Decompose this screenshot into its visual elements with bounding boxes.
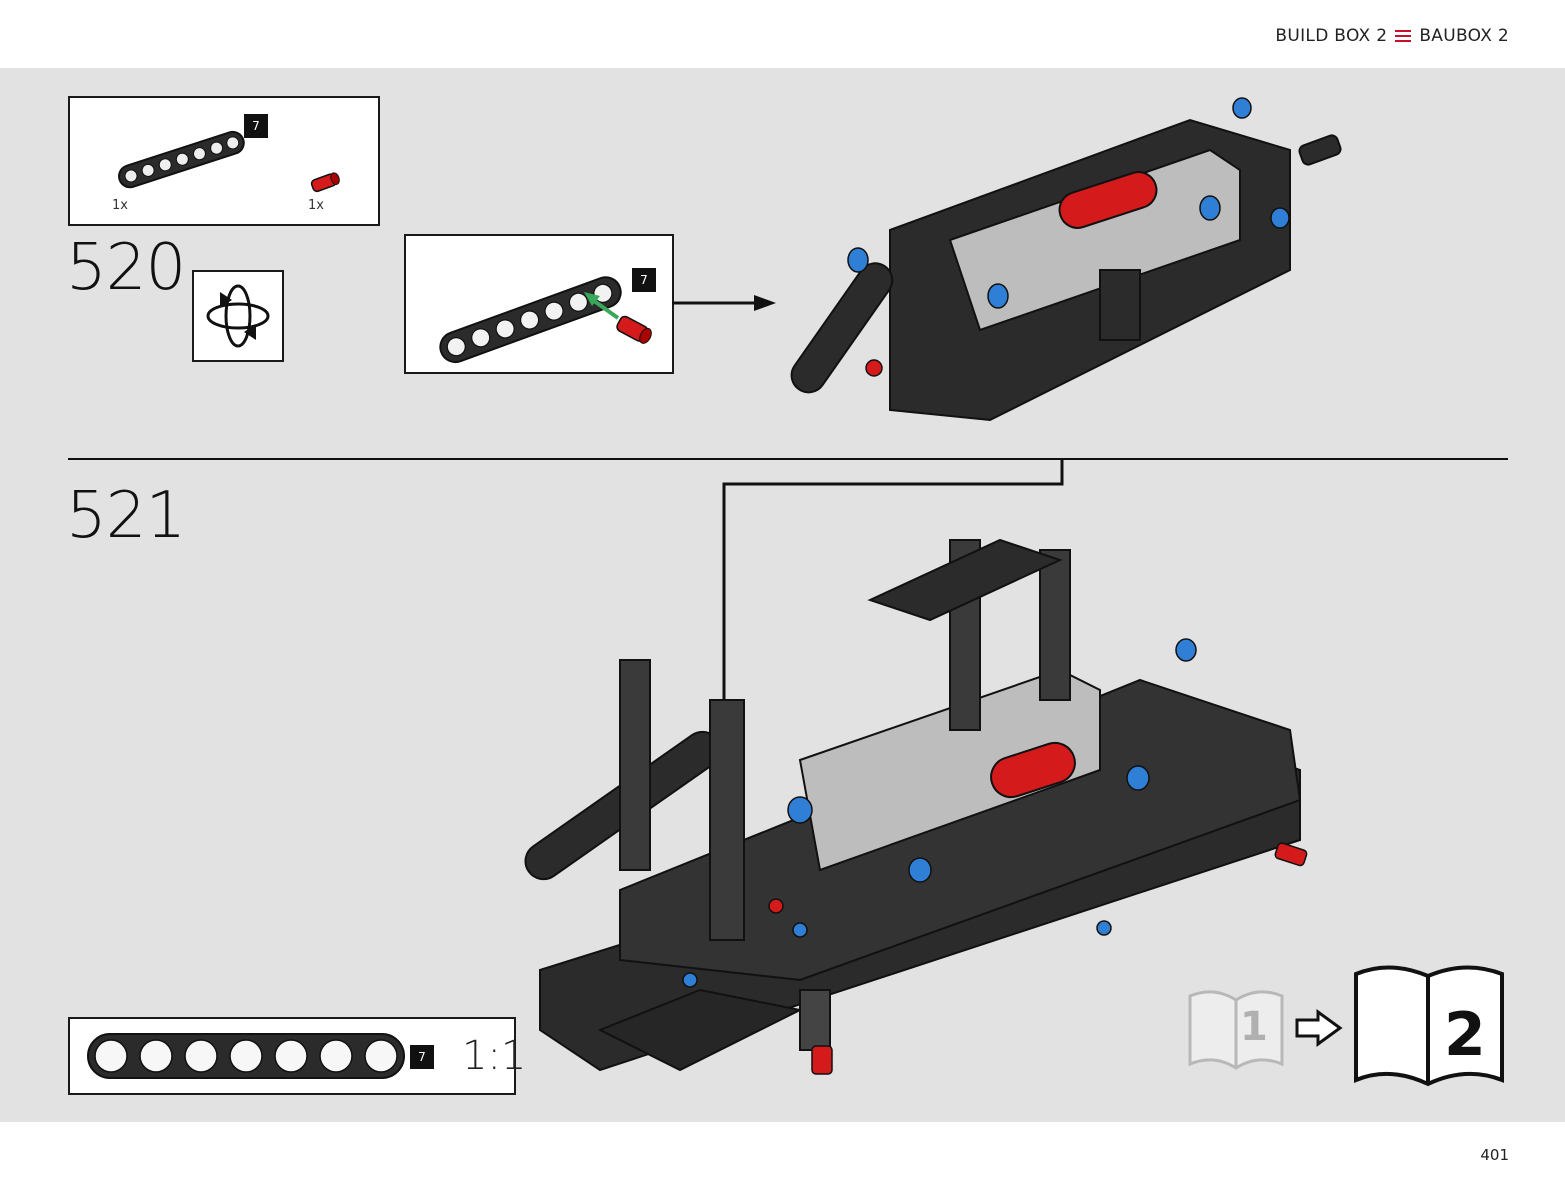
beam-scale-image (87, 1033, 405, 1079)
page-footer: 401 (0, 1122, 1565, 1191)
book-to-number: 2 (1444, 1000, 1486, 1070)
subassembly-color-tag: 7 (632, 268, 656, 292)
step-number-521: 521 (66, 479, 186, 553)
model-step-520 (790, 97, 1342, 422)
book-from-icon (1188, 990, 1284, 1070)
subassembly-image (439, 276, 652, 364)
rotate-model-box (192, 270, 284, 362)
beam-qty: 1x (112, 198, 128, 213)
model-step-521 (524, 538, 1308, 1075)
page-number: 401 (1480, 1146, 1509, 1164)
red-pin-part-image (310, 172, 340, 193)
beam-color-tag: 7 (244, 114, 268, 138)
book-to-icon (1354, 965, 1504, 1087)
rotate-model-icon (206, 284, 270, 348)
scale-color-tag: 7 (410, 1045, 434, 1069)
callout-arrow (672, 295, 776, 311)
scale-label: 1:1 (462, 1033, 527, 1079)
menu-icon (1395, 30, 1412, 42)
parts-list-520: 1x 7 1x (68, 96, 380, 226)
pin-qty: 1x (308, 198, 324, 213)
arrow-right-icon (1295, 1009, 1343, 1047)
build-box-label: BUILD BOX 2 BAUBOX 2 (1275, 26, 1509, 46)
subassembly-callout: 7 (404, 234, 674, 374)
beam-7-part-image (118, 130, 245, 189)
book-from-number: 1 (1240, 1004, 1268, 1050)
scale-box: 7 1:1 (68, 1017, 526, 1095)
step-number-520: 520 (66, 231, 186, 305)
step-divider (68, 458, 1508, 460)
build-box-de: BAUBOX 2 (1419, 26, 1509, 46)
page-header: BUILD BOX 2 BAUBOX 2 (0, 0, 1565, 68)
build-box-en: BUILD BOX 2 (1275, 26, 1388, 46)
